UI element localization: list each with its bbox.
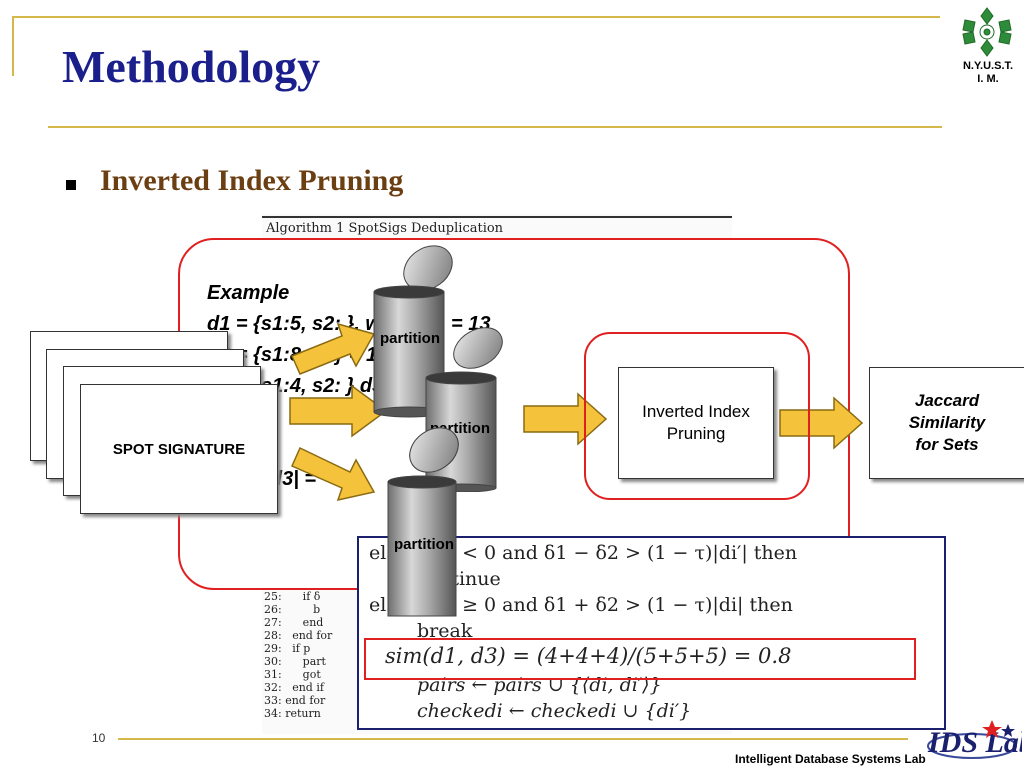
math-line-1: else if δ2 < 0 and δ1 − δ2 > (1 − τ)|di′… xyxy=(369,542,798,564)
algorithm-lines: 25: if δ 26: b 27: end 28: end for 29: i… xyxy=(264,590,332,720)
partition-can-bottom-front xyxy=(387,427,459,617)
sim-highlight xyxy=(364,638,916,680)
university-logo xyxy=(957,4,1017,60)
nyust-logo-icon xyxy=(962,7,1012,57)
algorithm-line: 32: end if xyxy=(264,681,324,694)
arrow-to-partition-bottom-icon xyxy=(291,446,376,502)
left-gold-rule xyxy=(12,16,14,76)
algorithm-line: 29: if p xyxy=(264,642,311,655)
spot-signature-label: SPOT SIGNATURE xyxy=(112,440,246,458)
jaccard-box: Jaccard Similarity for Sets xyxy=(869,367,1024,479)
bullet-square-icon xyxy=(66,180,76,190)
algorithm-line: 27: end xyxy=(264,616,324,629)
jaccard-label-line-2: Similarity xyxy=(908,413,986,432)
algorithm-top-rule xyxy=(262,216,732,218)
inverted-index-highlight xyxy=(584,332,810,500)
jaccard-label-line-3: for Sets xyxy=(915,435,979,454)
algorithm-line: 30: part xyxy=(264,655,326,668)
page-number: 10 xyxy=(92,731,106,745)
ids-logo-icon: IDS Lab xyxy=(927,720,1024,759)
spot-signature-card: SPOT SIGNATURE xyxy=(80,384,278,514)
ids-logo: IDS Lab xyxy=(914,712,1024,766)
arrow-to-partition-middle-icon xyxy=(289,384,388,438)
algorithm-line: 28: end for xyxy=(264,629,333,642)
math-inset: else if δ2 < 0 and δ1 − δ2 > (1 − τ)|di′… xyxy=(357,536,946,730)
example-heading: Example xyxy=(207,282,290,304)
partition-label-bottom: partition xyxy=(394,536,454,553)
sim-equation: sim(d1, d3) = (4+4+4)/(5+5+5) = 0.8 xyxy=(385,644,792,668)
math-line-3: else if δ2 ≥ 0 and δ1 + δ2 > (1 − τ)|di|… xyxy=(369,594,793,616)
checked-line: checkedi ← checkedi ∪ {di′} xyxy=(417,700,692,722)
algorithm-line: 26: b xyxy=(264,603,321,616)
algorithm-line: 33: end for xyxy=(264,694,326,707)
logo-caption-line-2: I. M. xyxy=(977,73,999,85)
footer-lab-name: Intelligent Database Systems Lab xyxy=(735,752,926,766)
inverted-index-label: Inverted Index Pruning xyxy=(642,402,750,443)
algorithm-line: 31: got xyxy=(264,668,321,681)
footer-rule xyxy=(118,738,908,740)
algorithm-line: 25: if δ xyxy=(264,590,321,603)
arrow-to-partition-top-icon xyxy=(290,322,376,375)
arrow-to-jaccard-icon xyxy=(779,396,864,450)
logo-caption: N.Y.U.S.T. I. M. xyxy=(952,60,1024,86)
inverted-index-box: Inverted Index Pruning xyxy=(618,367,774,479)
math-line-4: break xyxy=(417,620,473,642)
jaccard-label-line-1: Jaccard xyxy=(914,391,980,410)
top-gold-rule xyxy=(12,16,940,18)
trash-can-icon xyxy=(387,427,459,617)
title-underline xyxy=(48,126,942,128)
logo-caption-line-1: N.Y.U.S.T. xyxy=(962,60,1014,72)
algorithm-header: Algorithm 1 SpotSigs Deduplication xyxy=(266,221,504,236)
partition-label-top: partition xyxy=(380,330,440,347)
slide-title: Methodology xyxy=(62,41,321,92)
bullet-heading: Inverted Index Pruning xyxy=(100,164,404,197)
algorithm-line: 34: return xyxy=(264,707,321,720)
